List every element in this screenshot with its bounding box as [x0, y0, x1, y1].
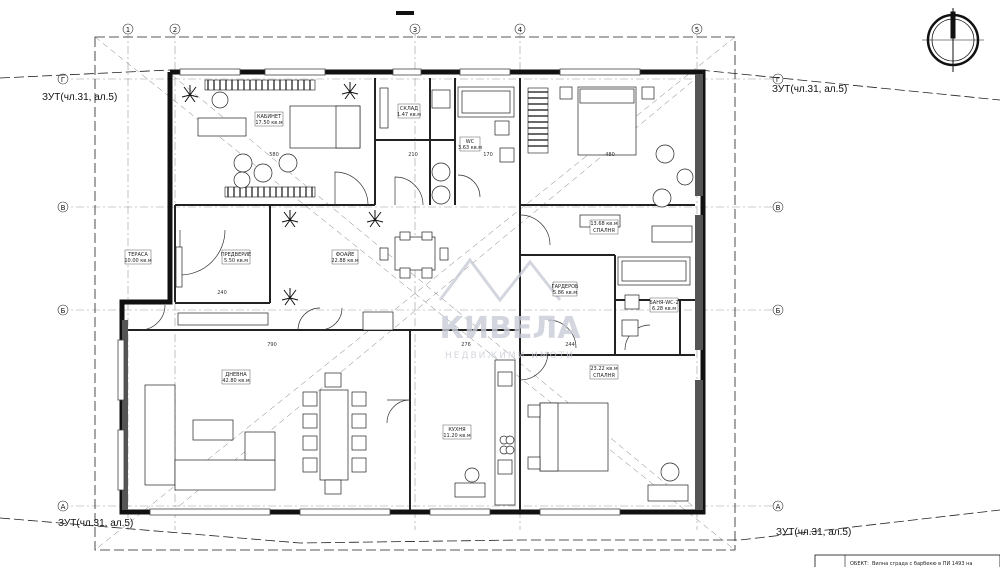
- exterior-walls: [119, 69, 706, 515]
- zoning-label: ЗУТ(чл.31, ал.5): [42, 92, 117, 103]
- toilet-icon: [624, 294, 640, 310]
- room-name: СПАЛНЯ: [593, 228, 615, 234]
- room-area: 11.20 кв.м: [443, 433, 470, 439]
- sofa-icon: [144, 384, 176, 486]
- room-name: ДНЕВНА: [225, 372, 247, 378]
- room-name: КАБИНЕТ: [257, 114, 282, 120]
- zoning-label: ЗУТ(чл.31, ал.5): [776, 527, 851, 538]
- room-area: 5.50 кв.м: [224, 258, 248, 264]
- dining-table-icon: [319, 389, 349, 481]
- room-name: ТЕРАСА: [127, 252, 148, 258]
- grid-col-label: 5: [695, 26, 699, 34]
- doors: [139, 171, 651, 424]
- title-block-text: Вилна сграда с барбекю в ПИ 1493 на: [872, 561, 972, 567]
- room-labels: КАБИНЕТ 17.50 кв.м СКЛАД 1.47 кв.м WC 3.…: [124, 103, 679, 440]
- room-name: КУХНЯ: [448, 427, 465, 433]
- grid-row-label: Б: [776, 307, 781, 315]
- watermark-subtext: НЕДВИЖИМИ ИМОТИ: [445, 351, 575, 361]
- wall-hatch: [122, 74, 703, 510]
- appliance-icon: [431, 162, 451, 182]
- grid-row-label: А: [61, 503, 66, 511]
- room-area: 10.00 кв.м: [124, 258, 151, 264]
- grid-row-label: Б: [61, 307, 66, 315]
- dimension-label: 790: [267, 342, 277, 348]
- watermark-text: КИВЕЛА: [439, 311, 581, 346]
- dimension-labels: 580 210 170 480 240 790 276 244: [217, 152, 615, 348]
- grid-row-label: В: [61, 204, 66, 212]
- grid-col-label: 3: [413, 26, 417, 34]
- shelving-hatch: [207, 80, 548, 197]
- shower-icon: [617, 256, 691, 286]
- room-area: 5.86 кв.м: [553, 290, 577, 296]
- room-area: 17.50 кв.м: [255, 120, 282, 126]
- desk-icon: [197, 117, 247, 137]
- dining-table-icon: [394, 236, 436, 271]
- room-area: 6.28 кв.м: [652, 306, 676, 312]
- room-area: 1.47 кв.м: [397, 112, 421, 118]
- grid-col-label: 1: [126, 26, 130, 34]
- chair-icon: [211, 91, 229, 109]
- grid-row-label: Г: [61, 76, 65, 84]
- shower-icon: [457, 86, 515, 118]
- section-mark-icon: [396, 11, 414, 15]
- room-name: WC: [466, 139, 475, 145]
- dimension-label: 170: [483, 152, 493, 158]
- dimension-label: 244: [565, 342, 575, 348]
- room-name: СКЛАД: [400, 106, 418, 112]
- watermark-logo: КИВЕЛА НЕДВИЖИМИ ИМОТИ: [438, 257, 581, 361]
- grid-col-label: 4: [518, 26, 523, 34]
- title-block-label: ОБЕКТ:: [850, 561, 869, 567]
- grid-row-label: Г: [776, 76, 780, 84]
- zoning-label: ЗУТ(чл.31, ал.5): [772, 84, 847, 95]
- plant-icons: [181, 82, 384, 306]
- furniture: [144, 86, 694, 506]
- grid-row-label: В: [776, 204, 781, 212]
- grid-row-label: А: [776, 503, 781, 511]
- room-area: 22.88 кв.м: [331, 258, 358, 264]
- room-name: ГАРДЕРОБ: [552, 284, 580, 290]
- dimension-label: 210: [408, 152, 418, 158]
- room-name: ПРЕДВЕРИЕ: [221, 252, 251, 258]
- sink-icon: [431, 89, 451, 109]
- room-name: БАНЯ-WC-2: [649, 300, 678, 306]
- room-name: СПАЛНЯ: [593, 373, 615, 379]
- zoning-label: ЗУТ(чл.31, ал.5): [58, 518, 133, 529]
- title-block: ОБЕКТ: Вилна сграда с барбекю в ПИ 1493 …: [814, 554, 1000, 567]
- room-area: 3.63 кв.м: [458, 145, 482, 151]
- room-area: 42.80 кв.м: [222, 378, 249, 384]
- dimension-label: 580: [269, 152, 279, 158]
- windows: [117, 68, 641, 516]
- grid-col-label: 2: [173, 26, 177, 34]
- room-area: 13.68 кв.м: [590, 221, 617, 227]
- room-area: 23.22 кв.м: [590, 366, 617, 372]
- north-arrow-icon: [922, 8, 984, 72]
- dimension-label: 276: [461, 342, 471, 348]
- room-name: ФОАЙЕ: [336, 251, 355, 258]
- dimension-label: 480: [605, 152, 615, 158]
- grid-bubbles: [57, 23, 784, 512]
- dimension-label: 240: [217, 290, 227, 296]
- toilet-icon: [494, 120, 510, 136]
